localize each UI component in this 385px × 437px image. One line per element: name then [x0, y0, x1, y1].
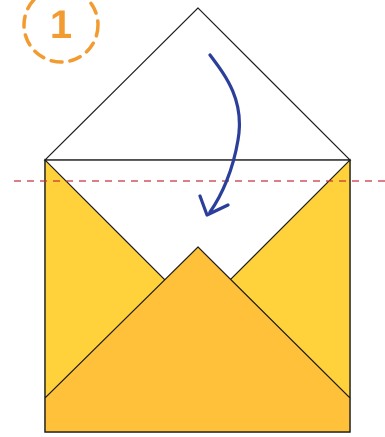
step-number: 1	[50, 3, 72, 47]
envelope-top-flap	[45, 8, 350, 160]
step-badge: 1	[24, 0, 98, 62]
